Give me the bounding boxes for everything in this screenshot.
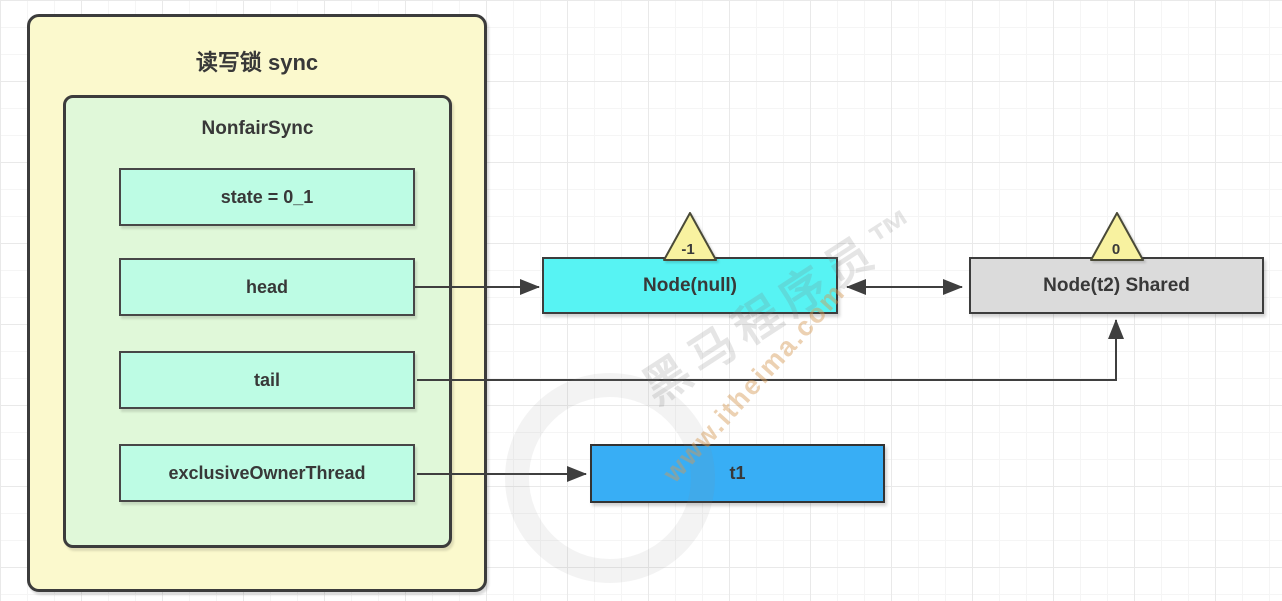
node-t2-shared-box: Node(t2) Shared: [969, 257, 1264, 314]
field-state: state = 0_1: [119, 168, 415, 226]
node-t2-shared-label: Node(t2) Shared: [1043, 274, 1190, 296]
field-exclusive-owner-thread-label: exclusiveOwnerThread: [168, 462, 366, 483]
waitstatus-triangle-node-t2: 0: [1090, 212, 1144, 261]
thread-t1-label: t1: [729, 463, 746, 483]
waitstatus-badge-node-null: -1: [681, 241, 694, 258]
field-head: head: [119, 258, 415, 316]
waitstatus-badge-node-t2: 0: [1112, 241, 1120, 258]
field-state-label: state = 0_1: [220, 186, 314, 207]
sync-container-title: 读写锁 sync: [195, 50, 319, 75]
field-tail: tail: [119, 351, 415, 409]
triangle-icon: [1090, 212, 1144, 261]
node-null-box: Node(null): [542, 257, 838, 314]
nonfairsync-title: NonfairSync: [201, 118, 314, 139]
node-null-label: Node(null): [643, 274, 737, 296]
field-tail-label: tail: [253, 369, 280, 390]
triangle-icon: [663, 212, 717, 261]
field-exclusive-owner-thread: exclusiveOwnerThread: [119, 444, 415, 502]
field-head-label: head: [245, 276, 288, 297]
edge-tail-to-node-t2: [417, 319, 1124, 381]
waitstatus-triangle-node-null: -1: [663, 212, 717, 261]
thread-t1-box: t1: [590, 444, 885, 503]
